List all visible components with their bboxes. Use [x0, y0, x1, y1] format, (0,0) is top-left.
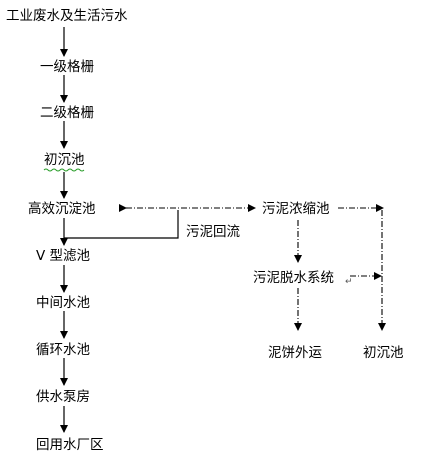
node-sludge-dewatering: 污泥脱水系统 [253, 270, 334, 286]
sludge-return-loop [64, 210, 179, 239]
node-sludge-thickener: 污泥浓缩池 [262, 201, 330, 217]
node-intermediate-tank: 中间水池 [36, 295, 90, 311]
node-secondary-screen: 二级格栅 [40, 105, 94, 121]
label-sludge-return: 污泥回流 [186, 224, 240, 240]
node-v-filter: V 型滤池 [36, 248, 90, 264]
return-mark-icon: ↵ [345, 277, 353, 287]
node-primary-screen: 一级格栅 [40, 59, 94, 75]
node-pump-house: 供水泵房 [36, 389, 90, 405]
node-reuse-plant: 回用水厂区 [36, 437, 104, 453]
spellcheck-underline [43, 168, 85, 172]
node-primary-clarifier: 初沉池 [44, 151, 85, 168]
node-circulation-tank: 循环水池 [36, 342, 90, 358]
node-sludge-cake-transport: 泥饼外运 [268, 345, 322, 361]
node-high-efficiency-clarifier: 高效沉淀池 [28, 200, 96, 217]
node-primary-clarifier-return: 初沉池 [363, 344, 404, 361]
node-wastewater-input: 工业废水及生活污水 [6, 8, 128, 24]
